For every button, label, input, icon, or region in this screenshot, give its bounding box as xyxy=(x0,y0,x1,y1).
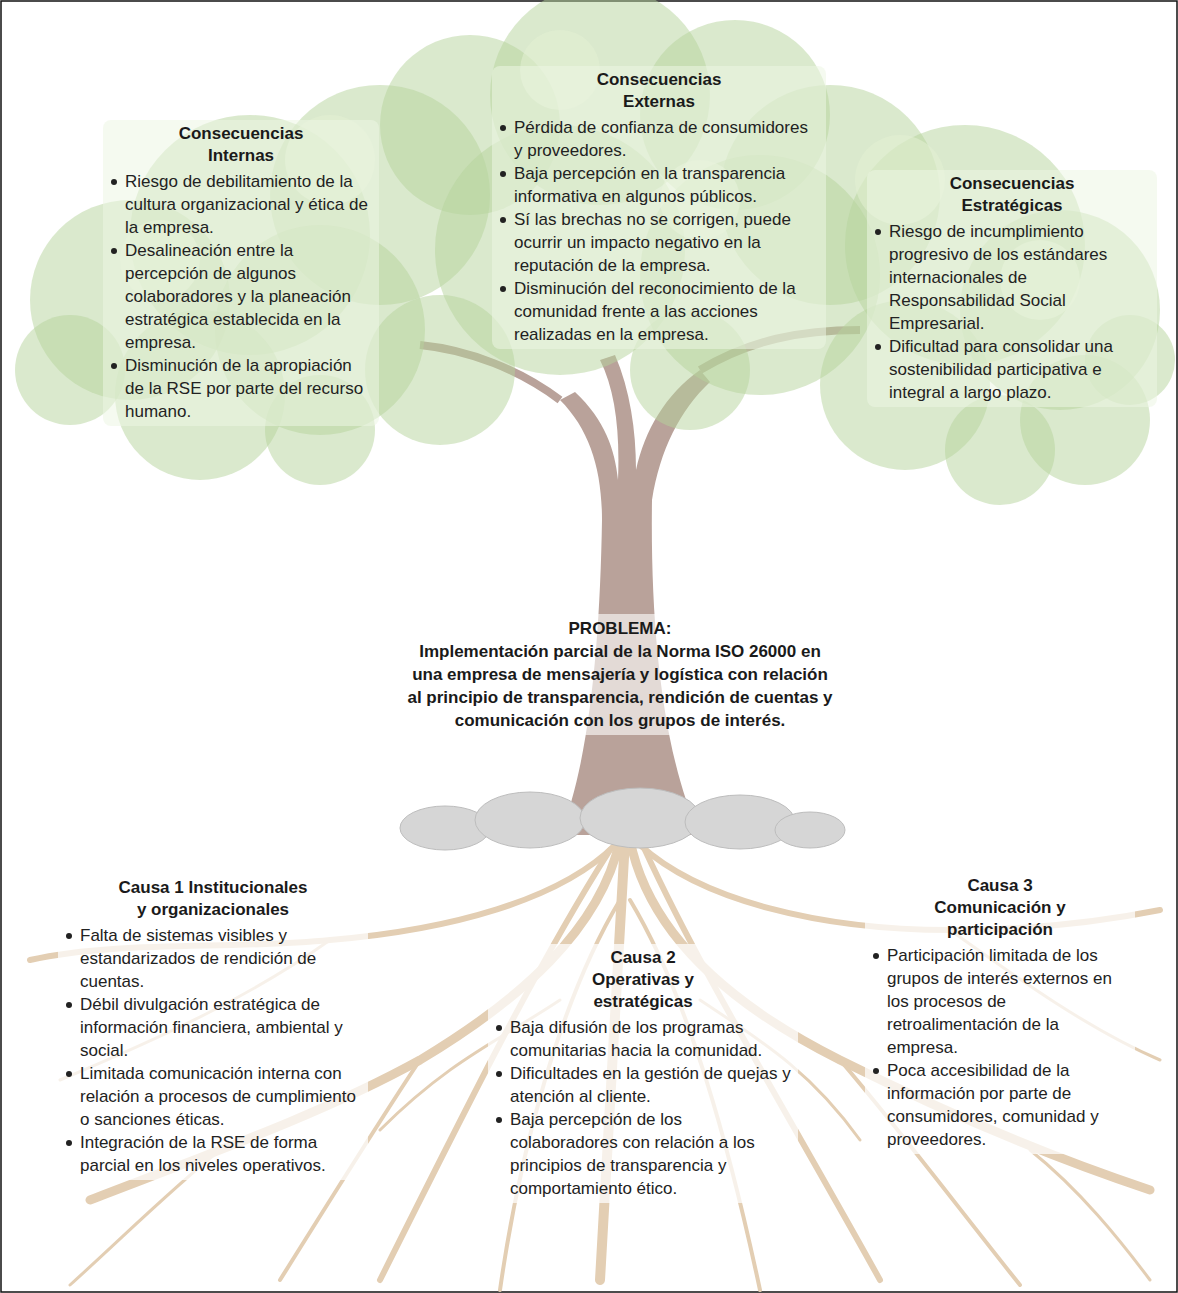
bullet-item: Sí las brechas no se corrigen, puede ocu… xyxy=(497,208,821,277)
bullet-dot xyxy=(496,1025,502,1031)
bullet-dot xyxy=(500,217,506,223)
problem-trunk-box: PROBLEMA:Implementación parcial de la No… xyxy=(400,614,840,735)
bullet-text: Disminución de la apropiación de la RSE … xyxy=(125,356,363,421)
cause-group: Causa 3 Comunicación y participaciónPart… xyxy=(865,872,1135,1154)
problem-statement: Implementación parcial de la Norma ISO 2… xyxy=(405,640,835,732)
tree-foliage xyxy=(15,0,1175,505)
consequence-group: Consecuencias EstratégicasRiesgo de incu… xyxy=(867,170,1157,407)
bullet-text: Participación limitada de los grupos de … xyxy=(887,946,1112,1057)
bullet-item: Pérdida de confianza de consumidores y p… xyxy=(497,116,821,162)
bullet-text: Sí las brechas no se corrigen, puede ocu… xyxy=(514,210,791,275)
bullet-item: Integración de la RSE de forma parcial e… xyxy=(63,1131,363,1177)
bullet-item: Disminución de la apropiación de la RSE … xyxy=(108,354,374,423)
group-heading: Causa 3 Comunicación y participación xyxy=(913,875,1088,941)
bullet-dot xyxy=(66,1002,72,1008)
bullet-item: Desalineación entre la percepción de alg… xyxy=(108,239,374,354)
problem-label: PROBLEMA: xyxy=(405,617,835,640)
cause-group: Causa 1 Institucionales y organizacional… xyxy=(58,874,368,1180)
group-heading: Consecuencias Internas xyxy=(166,123,316,167)
bullet-text: Dificultades en la gestión de quejas y a… xyxy=(510,1064,791,1106)
bullet-text: Baja percepción de los colaboradores con… xyxy=(510,1110,755,1198)
bullet-text: Pérdida de confianza de consumidores y p… xyxy=(514,118,808,160)
group-heading: Consecuencias Externas xyxy=(584,69,734,113)
group-heading: Consecuencias Estratégicas xyxy=(937,173,1087,217)
cause-group: Causa 2 Operativas y estratégicasBaja di… xyxy=(488,944,798,1203)
bullet-text: Integración de la RSE de forma parcial e… xyxy=(80,1133,326,1175)
bullet-dot xyxy=(873,1068,879,1074)
bullet-item: Dificultades en la gestión de quejas y a… xyxy=(493,1062,793,1108)
bullet-item: Disminución del reconocimiento de la com… xyxy=(497,277,821,346)
bullet-dot xyxy=(66,1071,72,1077)
bullet-dot xyxy=(875,344,881,350)
bullet-dot xyxy=(875,229,881,235)
bullet-dot xyxy=(66,933,72,939)
bullet-dot xyxy=(500,171,506,177)
bullet-dot xyxy=(111,363,117,369)
rocks xyxy=(400,788,845,850)
bullet-item: Riesgo de debilitamiento de la cultura o… xyxy=(108,170,374,239)
bullet-item: Limitada comunicación interna con relaci… xyxy=(63,1062,363,1131)
bullet-dot xyxy=(66,1140,72,1146)
bullet-item: Riesgo de incumplimiento progresivo de l… xyxy=(872,220,1152,335)
bullet-text: Falta de sistemas visibles y estandariza… xyxy=(80,926,316,991)
group-heading: Causa 1 Institucionales y organizacional… xyxy=(113,877,313,921)
bullet-text: Poca accesibilidad de la información por… xyxy=(887,1061,1099,1149)
bullet-item: Baja percepción de los colaboradores con… xyxy=(493,1108,793,1200)
bullet-text: Riesgo de incumplimiento progresivo de l… xyxy=(889,222,1107,333)
bullet-text: Desalineación entre la percepción de alg… xyxy=(125,241,351,352)
bullet-item: Baja difusión de los programas comunitar… xyxy=(493,1016,793,1062)
bullet-dot xyxy=(496,1117,502,1123)
consequence-group: Consecuencias ExternasPérdida de confian… xyxy=(492,66,826,349)
group-heading: Causa 2 Operativas y estratégicas xyxy=(573,947,713,1013)
bullet-text: Disminución del reconocimiento de la com… xyxy=(514,279,796,344)
bullet-text: Baja percepción en la transparencia info… xyxy=(514,164,785,206)
bullet-item: Dificultad para consolidar una sostenibi… xyxy=(872,335,1152,404)
bullet-dot xyxy=(873,953,879,959)
bullet-dot xyxy=(500,286,506,292)
tree-roots xyxy=(30,840,1160,1290)
bullet-dot xyxy=(111,179,117,185)
bullet-item: Débil divulgación estratégica de informa… xyxy=(63,993,363,1062)
bullet-text: Riesgo de debilitamiento de la cultura o… xyxy=(125,172,368,237)
bullet-text: Débil divulgación estratégica de informa… xyxy=(80,995,343,1060)
bullet-item: Falta de sistemas visibles y estandariza… xyxy=(63,924,363,993)
bullet-dot xyxy=(496,1071,502,1077)
bullet-text: Limitada comunicación interna con relaci… xyxy=(80,1064,356,1129)
bullet-dot xyxy=(111,248,117,254)
bullet-item: Baja percepción en la transparencia info… xyxy=(497,162,821,208)
bullet-item: Poca accesibilidad de la información por… xyxy=(870,1059,1130,1151)
consequence-group: Consecuencias InternasRiesgo de debilita… xyxy=(103,120,379,426)
bullet-item: Participación limitada de los grupos de … xyxy=(870,944,1130,1059)
bullet-text: Dificultad para consolidar una sostenibi… xyxy=(889,337,1113,402)
bullet-dot xyxy=(500,125,506,131)
bullet-text: Baja difusión de los programas comunitar… xyxy=(510,1018,762,1060)
